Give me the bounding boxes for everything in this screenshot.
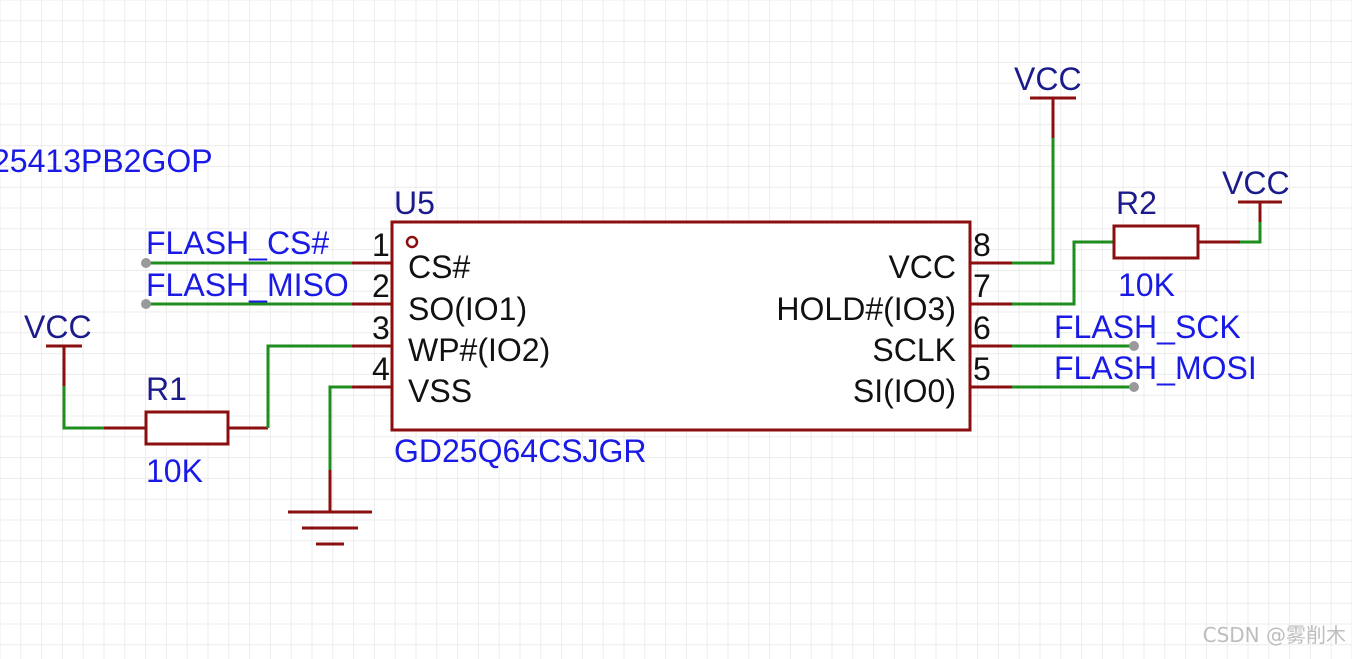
ground-icon[interactable] bbox=[288, 470, 372, 546]
net-port-dot-icon[interactable] bbox=[1129, 341, 1139, 351]
pin-8-name: VCC bbox=[888, 249, 956, 285]
net-port-dot-icon[interactable] bbox=[141, 299, 151, 309]
pin-1-number: 1 bbox=[372, 227, 390, 263]
pin-3-number: 3 bbox=[372, 310, 390, 346]
net-port-dot-icon[interactable] bbox=[141, 258, 151, 268]
r1-body bbox=[144, 410, 230, 446]
pin-4-name: VSS bbox=[408, 373, 472, 409]
net-label-flash-sck[interactable]: FLASH_SCK bbox=[1054, 309, 1241, 345]
wire-vss-gnd[interactable] bbox=[328, 385, 352, 470]
pin-5-name: SI(IO0) bbox=[853, 373, 956, 409]
pin-3-name: WP#(IO2) bbox=[408, 332, 550, 368]
r2-designator: R2 bbox=[1116, 185, 1157, 221]
net-label-flash-mosi[interactable]: FLASH_MOSI bbox=[1054, 350, 1257, 386]
r1-value: 10K bbox=[146, 453, 203, 489]
vcc-right-label: VCC bbox=[1222, 165, 1290, 201]
pin-7-name: HOLD#(IO3) bbox=[776, 291, 956, 327]
watermark-text: CSDN @雾削木 bbox=[1203, 623, 1346, 647]
pin-8-number: 8 bbox=[973, 227, 991, 263]
pin-7-number: 7 bbox=[973, 268, 991, 304]
partial-designator-label: 25413PB2GOP bbox=[0, 143, 213, 179]
r2-body bbox=[1112, 224, 1200, 260]
vcc-top-label: VCC bbox=[1014, 61, 1082, 97]
r1-designator: R1 bbox=[146, 371, 187, 407]
pin-1-name: CS# bbox=[408, 249, 470, 285]
vcc-left-label: VCC bbox=[24, 309, 92, 345]
pin-4-number: 4 bbox=[372, 351, 390, 387]
net-port-dot-icon[interactable] bbox=[1129, 382, 1139, 392]
net-label-flash-cs[interactable]: FLASH_CS# bbox=[146, 225, 329, 261]
pin-2-name: SO(IO1) bbox=[408, 291, 527, 327]
pin1-marker-icon bbox=[405, 235, 419, 249]
net-label-flash-miso[interactable]: FLASH_MISO bbox=[146, 267, 349, 303]
u5-part-number: GD25Q64CSJGR bbox=[394, 433, 647, 469]
pin-5-number: 5 bbox=[973, 351, 991, 387]
pin-6-number: 6 bbox=[973, 310, 991, 346]
wire-r2-vcc[interactable] bbox=[1240, 222, 1262, 244]
vcc-top-power-symbol[interactable]: VCC bbox=[1014, 61, 1082, 138]
vcc-right-power-symbol[interactable]: VCC bbox=[1222, 165, 1290, 222]
pin-6-name: SCLK bbox=[872, 332, 956, 368]
wire-vcc-pin8[interactable] bbox=[1012, 138, 1055, 265]
r1-resistor[interactable]: R1 10K bbox=[104, 371, 268, 489]
wire-hold-r2[interactable] bbox=[1012, 240, 1114, 306]
u5-designator: U5 bbox=[394, 185, 435, 221]
vcc-left-power-symbol[interactable]: VCC bbox=[24, 309, 92, 386]
u5-component[interactable]: U5 GD25Q64CSJGR 1 2 3 4 CS# SO(IO1) WP#(… bbox=[352, 185, 1012, 469]
wire-vcc-r1[interactable] bbox=[62, 386, 104, 430]
pin-2-number: 2 bbox=[372, 268, 390, 304]
r2-resistor[interactable]: R2 10K bbox=[1112, 185, 1240, 303]
u5-body bbox=[390, 220, 972, 432]
wire-r1-wp[interactable] bbox=[266, 344, 352, 428]
r2-value: 10K bbox=[1118, 267, 1175, 303]
